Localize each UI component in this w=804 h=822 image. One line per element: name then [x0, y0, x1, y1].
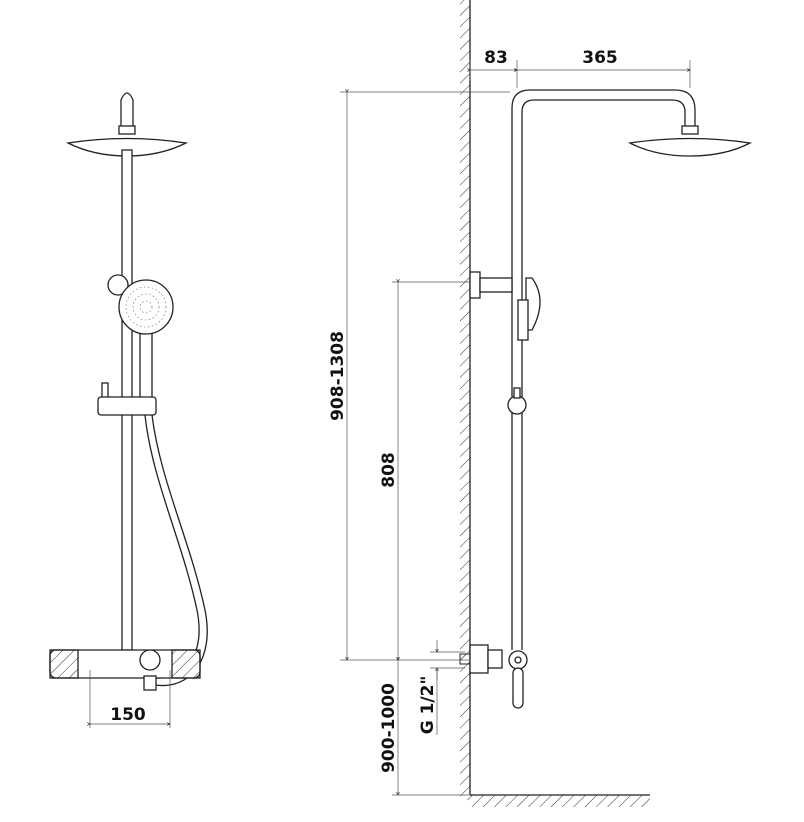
side-escutcheon: [469, 644, 489, 674]
dim-mixer-width: 150: [110, 705, 146, 725]
dim-mixer-height: 900-1000: [379, 683, 399, 773]
side-arm-outer: [511, 89, 696, 650]
dim-slider-height: 808: [379, 452, 399, 488]
front-mixer-knob-right: [171, 649, 201, 679]
side-view: 83 365 908-1308 808 900-1000 G 1/2": [328, 0, 753, 807]
side-mixer-handle: [512, 667, 524, 709]
front-view: 150: [49, 92, 208, 728]
dim-arm-length: 365: [582, 48, 618, 68]
side-wall-bracket: [469, 271, 481, 299]
front-hose: [151, 414, 208, 687]
front-handshower-face: [118, 279, 174, 335]
side-arm-inner: [521, 99, 686, 650]
dim-total-height: 908-1308: [328, 331, 348, 421]
side-slider-knob: [513, 387, 521, 399]
side-slider: [507, 395, 527, 415]
side-head-nut: [681, 125, 699, 135]
front-holder: [107, 274, 129, 296]
dim-wall-to-pipe: 83: [484, 48, 508, 68]
front-mixer-outlet: [139, 649, 161, 671]
wall-hatch: [460, 0, 470, 800]
side-connector: [487, 649, 503, 669]
front-mixer-nozzle: [143, 675, 157, 691]
dim-thread: G 1/2": [418, 676, 438, 735]
front-hose-inner: [144, 414, 200, 679]
front-top-bend: [120, 92, 134, 128]
front-head-nut: [118, 125, 136, 135]
side-handshower-grip: [517, 299, 529, 341]
side-bracket-arm: [479, 277, 513, 293]
front-handshower-nozzles: [125, 286, 167, 328]
front-rain-head: [65, 137, 189, 157]
side-thread: [459, 653, 471, 665]
side-rain-head: [627, 137, 753, 157]
side-valve-center: [514, 656, 522, 664]
floor-hatch: [470, 795, 650, 807]
front-slider: [97, 396, 157, 416]
front-mixer-knob-left: [49, 649, 79, 679]
